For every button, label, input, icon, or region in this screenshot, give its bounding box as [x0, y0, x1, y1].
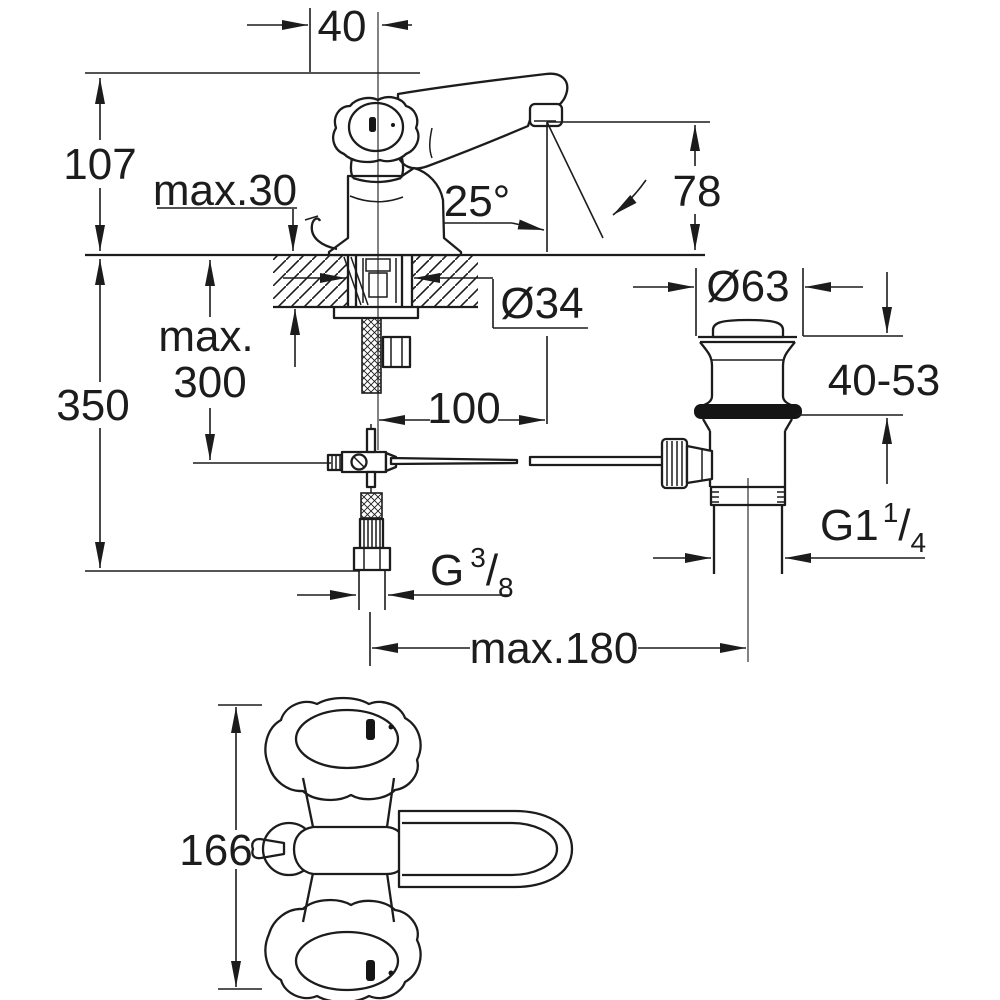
- top-view-knob: [264, 696, 422, 828]
- reference-lines: [85, 8, 903, 666]
- waste-rubber-seal: [694, 404, 802, 419]
- g38-base: G: [430, 546, 464, 595]
- dim-40-label: 40: [318, 2, 367, 51]
- side-installation-view: 40 107 max.30 25° 78 Ø34 max. 300 350 10…: [56, 2, 940, 673]
- dim-350-label: 350: [56, 381, 129, 430]
- faucet-body-base: [327, 166, 463, 257]
- g38-slash: /: [486, 546, 499, 595]
- pop-up-rod-horizontal: [389, 455, 665, 467]
- ext-lines-supply-thread: [358, 571, 386, 610]
- body-bowl-line: [349, 195, 404, 203]
- mounting-shank: [332, 256, 420, 394]
- deck-hatch-right: [412, 256, 478, 306]
- dim-166-label: 166: [179, 826, 252, 875]
- g114-slash: /: [898, 501, 911, 550]
- top-view-knob-lower: [264, 871, 422, 1000]
- waste-knob-knurled: [660, 437, 689, 490]
- waste-body: [702, 418, 793, 487]
- waste-knob-stem: [685, 444, 714, 485]
- dim-25deg-label: 25°: [444, 177, 511, 226]
- angle-tee-connection: [326, 424, 398, 493]
- dim-166-ticks: [218, 704, 262, 990]
- handle-dot: [391, 123, 395, 127]
- g114-sup: 1: [883, 497, 899, 528]
- nut-facets: [390, 337, 403, 367]
- dim-107-label: 107: [63, 140, 136, 189]
- dim-300-label: 300: [173, 358, 246, 407]
- dim-max-label: max.: [158, 312, 253, 361]
- deck-hatch-left: [273, 256, 348, 306]
- waste-knob-knurl-lines: [666, 441, 683, 486]
- dim-78-label: 78: [673, 167, 722, 216]
- g38-sub: 8: [498, 572, 514, 603]
- tee-screw-slot: [353, 456, 365, 468]
- mounting-washer: [332, 305, 420, 320]
- pop-up-waste-valve: [660, 318, 802, 662]
- dim-4053-label: 40-53: [828, 356, 941, 405]
- knob-cone: [301, 777, 396, 828]
- spout-top-view-outer: [397, 809, 574, 889]
- mounting-nut: [381, 335, 412, 369]
- ext-lines-waste-flange: [695, 268, 804, 336]
- spout-top-view-inner: [402, 821, 559, 877]
- waste-flange-brim: [698, 335, 797, 344]
- shank-tube: [354, 256, 404, 306]
- knob-star-contour: [264, 696, 422, 802]
- dim-max30-label: max.30: [153, 166, 297, 215]
- waste-plug-cap: [711, 318, 785, 339]
- flexible-hose-upper: [361, 317, 382, 394]
- tee-cap-knurl: [331, 455, 341, 470]
- spray-direction-arrow: [612, 179, 647, 216]
- dim-166: 166: [179, 704, 262, 990]
- knob-dot: [388, 724, 394, 730]
- dim-max180-label: max.180: [470, 624, 639, 673]
- connector-hex-nut: [352, 546, 392, 572]
- body-hub-top-view: [292, 825, 406, 876]
- g114-sub: 4: [911, 527, 927, 558]
- thread-ring-ticks: [711, 491, 785, 503]
- hole-dia-leader: [492, 279, 588, 329]
- tee-top-stub: [365, 427, 377, 454]
- dim-o34-label: Ø34: [500, 279, 583, 328]
- handle-skirt: [349, 157, 405, 184]
- top-view: 166: [179, 696, 574, 1000]
- supply-connector: [352, 492, 392, 572]
- dimension-lines: [95, 19, 925, 653]
- faucet-side-view: [304, 72, 569, 257]
- rod-segment-left: [389, 456, 519, 466]
- lift-rod-cap: [304, 215, 319, 221]
- shank-inner-lines: [362, 258, 397, 303]
- tee-bottom-stub: [365, 470, 377, 489]
- deck-section: [85, 253, 705, 309]
- g38-sup: 3: [470, 542, 486, 573]
- dim-25-leader-arrow: [511, 219, 545, 231]
- lift-rod-lever-top-view: [251, 837, 286, 860]
- handle-logo-mark: [369, 117, 376, 132]
- flexible-hose-lower: [360, 492, 383, 519]
- dim-100-label: 100: [427, 384, 500, 433]
- spray-angle-line: [546, 121, 604, 239]
- pop-up-lift-rod: [310, 217, 338, 251]
- dimension-labels: 40 107 max.30 25° 78 Ø34 max. 300 350 10…: [56, 2, 940, 673]
- g114-base: G1: [820, 501, 879, 550]
- tap-hole-edges: [346, 255, 414, 307]
- knob-face: [294, 708, 400, 770]
- hex-nut-facets: [363, 548, 381, 570]
- waste-tailpipe: [712, 505, 784, 574]
- spout-contour-line: [429, 127, 433, 159]
- knob-logo-mark: [366, 719, 375, 740]
- dim-o63-label: Ø63: [706, 262, 789, 311]
- connector-knurl: [363, 520, 381, 547]
- clamp-wedge: [343, 256, 369, 306]
- handle-top-face: [347, 101, 405, 153]
- ref-lines-waste-range: [797, 335, 903, 416]
- rod-segment-right: [528, 455, 665, 467]
- waste-neck: [699, 341, 796, 408]
